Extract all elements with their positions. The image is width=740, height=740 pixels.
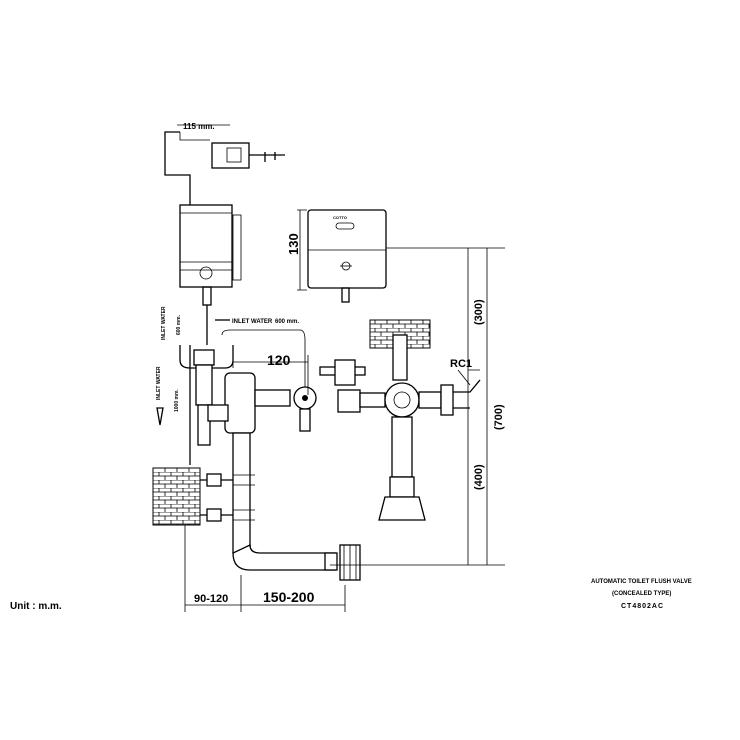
inlet-water-length: 600 mm. [275,319,299,325]
sensor-cable-dimension: 115 mm. [183,122,215,131]
inlet-water-annotations: INLET WATER 600 mm. INLET WATER 600 mm. … [156,306,306,426]
inlet-water-side-length: 600 mm. [176,314,182,335]
model-number: CT4802AC [621,603,664,610]
inlet-water-side-length-2: 1000 mm. [174,389,180,412]
height-dimensions: (300) (700) (400) [330,247,505,566]
title-line2: (CONCEALED TYPE) [612,591,671,597]
left-valve-assembly: 120 [179,345,361,581]
front-view-cover: COTTO 130 [286,209,387,303]
right-valve-assembly: RC1 [319,319,481,521]
unit-label: Unit : m.m. [10,601,62,612]
offset-120-dimension: 120 [267,352,291,368]
dimension-150-200: 150-200 [263,589,315,605]
control-box [179,204,242,345]
front-height-dimension: 130 [286,233,301,255]
inlet-water-side-label: INLET WATER [161,306,167,340]
title-line1: AUTOMATIC TOILET FLUSH VALVE [591,579,692,585]
brick-wall-left [152,467,201,526]
sensor-unit: 115 mm. [164,122,285,205]
height-300-label: (300) [473,299,485,325]
inlet-water-side-label-2: INLET WATER [156,366,162,400]
brand-logo: COTTO [333,215,347,220]
title-block: AUTOMATIC TOILET FLUSH VALVE (CONCEALED … [591,579,692,610]
inlet-water-label: INLET WATER [232,319,273,325]
rc1-label: RC1 [450,358,472,370]
height-700-label: (700) [493,404,505,430]
dimension-90-120: 90-120 [194,593,228,605]
height-400-label: (400) [473,464,485,490]
bottom-dimensions: 90-120 150-200 [184,525,346,612]
